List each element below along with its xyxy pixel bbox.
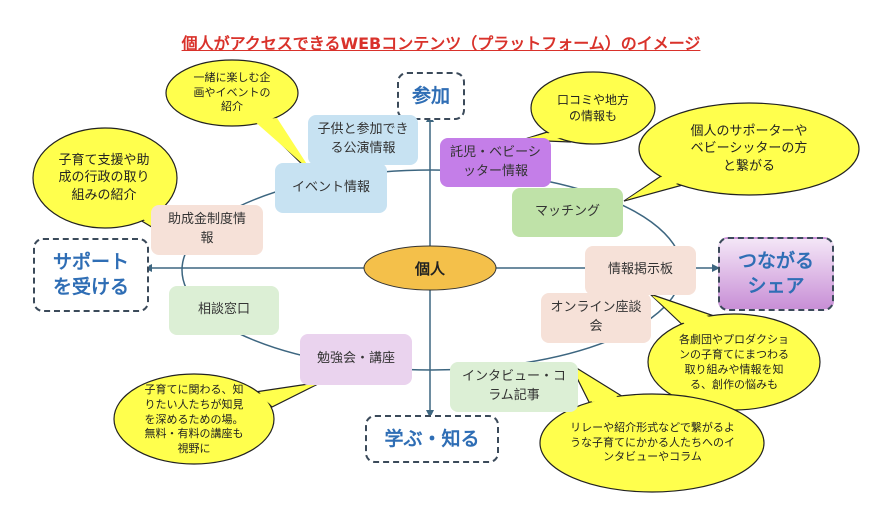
node-online: オンライン座談会 [541, 293, 651, 343]
center-ellipse [363, 245, 497, 291]
callout-matching: 個人のサポーターやベビーシッターの方と繋がる [690, 123, 808, 174]
node-babysitter: 託児・ベビーシッター情報 [440, 138, 551, 187]
node-kids-performance: 子供と参加できる公演情報 [308, 115, 418, 165]
callout-grant: 子育て支援や助成の行政の取り組みの紹介 [58, 152, 150, 203]
callout-event: 一緒に楽しむ企画やイベントの紹介 [193, 70, 271, 114]
center-node: 個人 [414, 259, 445, 278]
node-board: 情報掲示板 [585, 246, 696, 295]
node-grant: 助成金制度情報 [151, 205, 263, 255]
callout-babysitter: 口コミや地方の情報も [556, 92, 629, 123]
node-consult: 相談窓口 [169, 286, 279, 335]
node-matching: マッチング [512, 188, 623, 237]
node-event: イベント情報 [275, 163, 387, 213]
category-connect: つながる シェア [718, 237, 834, 311]
node-interview: インタビュー・コラム記事 [450, 362, 578, 412]
page-title: 個人がアクセスできるWEBコンテンツ（プラットフォーム）のイメージ [181, 34, 701, 53]
category-support: サポート を受ける [33, 238, 149, 312]
callout-study: 子育てに関わる、知りたい人たちが知見を深めるための場。無料・有料の講座も視野に [144, 382, 244, 456]
category-participate: 参加 [397, 72, 465, 120]
callout-board: 各劇団やプロダクションの子育てにまつわる取り組みや情報を知る、創作の悩みも [679, 333, 789, 391]
callout-interview: リレーや紹介形式などで繋がるような子育てにかかる人たちへのインタビューやコラム [570, 420, 735, 464]
category-learn: 学ぶ・知る [365, 415, 499, 463]
node-study: 勉強会・講座 [300, 334, 412, 385]
